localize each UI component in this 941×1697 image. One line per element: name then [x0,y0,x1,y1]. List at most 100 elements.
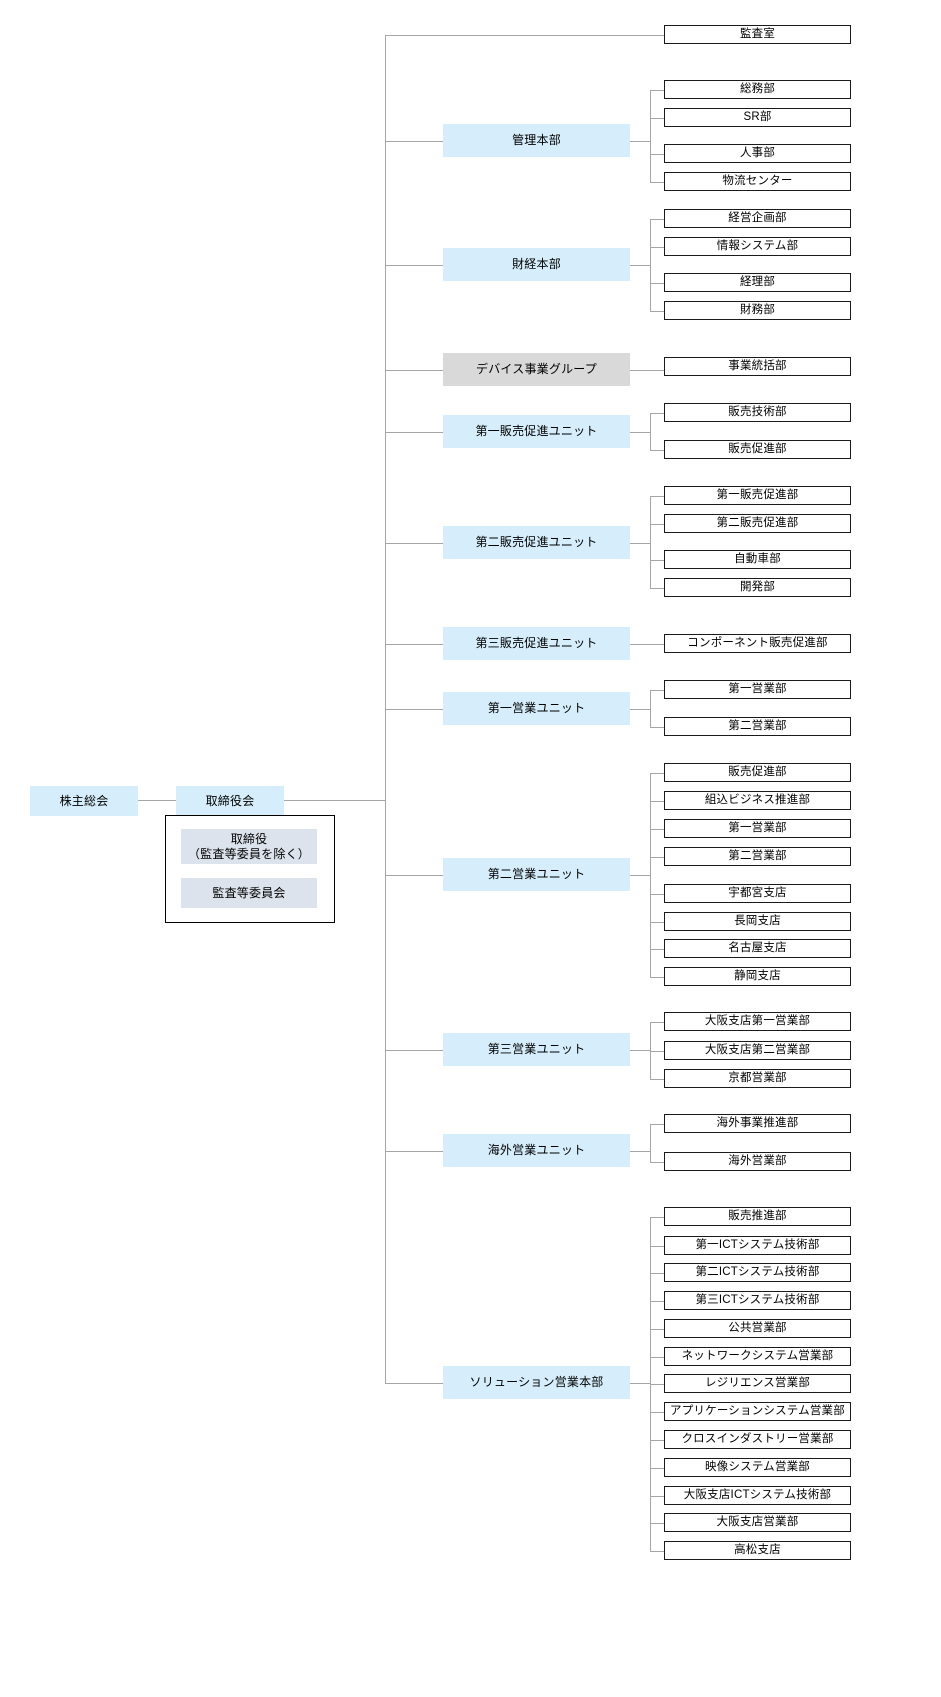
node-デバイス事業グループ[interactable]: デバイス事業グループ [443,353,630,386]
connector-branch [650,246,664,248]
node-販売促進部-3-1[interactable]: 販売促進部 [664,440,851,459]
node-audit-office[interactable]: 監査室 [664,25,851,44]
connector-branch [650,282,664,284]
connector-node-財経本部-spine [650,218,651,311]
connector-branch [650,976,664,978]
node-第一営業部-6-0[interactable]: 第一営業部 [664,680,851,699]
connector-branch [650,1411,664,1413]
node-高松支店-10-12[interactable]: 高松支店 [664,1541,851,1560]
connector-branch [650,1522,664,1524]
node-shareholders-meeting[interactable]: 株主総会 [30,786,138,816]
connector-branch [650,689,664,691]
node-クロスインダストリー営業部-10-8[interactable]: クロスインダストリー営業部 [664,1430,851,1449]
node-開発部-4-3[interactable]: 開発部 [664,578,851,597]
connector-branch [650,587,664,589]
node-第一営業ユニット[interactable]: 第一営業ユニット [443,692,630,725]
node-directors[interactable]: 取締役 （監査等委員を除く） [181,829,317,864]
node-第一営業部-7-2[interactable]: 第一営業部 [664,819,851,838]
node-第二営業ユニット[interactable]: 第二営業ユニット [443,858,630,891]
node-第一ICTシステム技術部-10-1[interactable]: 第一ICTシステム技術部 [664,1236,851,1255]
node-第一販売促進ユニット[interactable]: 第一販売促進ユニット [443,415,630,448]
node-ソリューション営業本部[interactable]: ソリューション営業本部 [443,1366,630,1399]
node-組込ビジネス推進部-7-1[interactable]: 組込ビジネス推進部 [664,791,851,810]
node-大阪支店第一営業部-8-0[interactable]: 大阪支店第一営業部 [664,1012,851,1031]
node-販売技術部-3-0[interactable]: 販売技術部 [664,403,851,422]
connector-branch [650,856,664,858]
node-第二販売促進ユニット[interactable]: 第二販売促進ユニット [443,526,630,559]
node-第二販売促進部-4-1[interactable]: 第二販売促進部 [664,514,851,533]
connector-main-trunk [385,34,386,1383]
connector-node-第一販売促進ユニット-stem [630,431,650,433]
connector-node-第三販売促進ユニット-single [630,643,664,645]
connector-trunk-to-node-管理本部 [385,140,443,142]
connector-trunk-to-node-第三営業ユニット [385,1049,443,1051]
node-大阪支店ICTシステム技術部-10-10[interactable]: 大阪支店ICTシステム技術部 [664,1486,851,1505]
node-海外営業ユニット[interactable]: 海外営業ユニット [443,1134,630,1167]
node-レジリエンス営業部-10-6[interactable]: レジリエンス営業部 [664,1374,851,1393]
node-第三ICTシステム技術部-10-3[interactable]: 第三ICTシステム技術部 [664,1291,851,1310]
node-経営企画部-1-0[interactable]: 経営企画部 [664,209,851,228]
connector-trunk-to-node-財経本部 [385,264,443,266]
node-事業統括部-2-0[interactable]: 事業統括部 [664,357,851,376]
connector-node-ソリューション営業本部-stem [630,1382,650,1384]
node-ネットワークシステム営業部-10-5[interactable]: ネットワークシステム営業部 [664,1347,851,1366]
node-名古屋支店-7-6[interactable]: 名古屋支店 [664,939,851,958]
connector-trunk-to-node-デバイス事業グループ [385,369,443,371]
node-第二営業部-6-1[interactable]: 第二営業部 [664,717,851,736]
node-情報システム部-1-1[interactable]: 情報システム部 [664,237,851,256]
node-第三販売促進ユニット[interactable]: 第三販売促進ユニット [443,627,630,660]
connector-branch [650,772,664,774]
connector-trunk-to-node-第一営業ユニット [385,708,443,710]
node-大阪支店営業部-10-11[interactable]: 大阪支店営業部 [664,1513,851,1532]
node-経理部-1-2[interactable]: 経理部 [664,273,851,292]
connector-shareholders-to-board [138,800,176,801]
node-公共営業部-10-4[interactable]: 公共営業部 [664,1319,851,1338]
node-人事部-0-2[interactable]: 人事部 [664,144,851,163]
connector-trunk-to-node-海外営業ユニット [385,1150,443,1152]
node-大阪支店第二営業部-8-1[interactable]: 大阪支店第二営業部 [664,1041,851,1060]
node-物流センター-0-3[interactable]: 物流センター [664,172,851,191]
node-自動車部-4-2[interactable]: 自動車部 [664,550,851,569]
node-コンポーネント販売促進部-5-0[interactable]: コンポーネント販売促進部 [664,634,851,653]
node-海外営業部-9-1[interactable]: 海外営業部 [664,1152,851,1171]
node-財務部-1-3[interactable]: 財務部 [664,301,851,320]
connector-trunk-to-node-第三販売促進ユニット [385,643,443,645]
node-管理本部[interactable]: 管理本部 [443,124,630,157]
node-総務部-0-0[interactable]: 総務部 [664,80,851,99]
connector-trunk-to-node-第一販売促進ユニット [385,431,443,433]
connector-node-デバイス事業グループ-single [630,369,664,371]
connector-branch [650,1161,664,1163]
node-静岡支店-7-7[interactable]: 静岡支店 [664,967,851,986]
connector-branch [650,1123,664,1125]
node-第二営業部-7-3[interactable]: 第二営業部 [664,847,851,866]
connector-node-第二営業ユニット-spine [650,772,651,977]
node-販売推進部-10-0[interactable]: 販売推進部 [664,1207,851,1226]
connector-node-第一営業ユニット-stem [630,708,650,710]
connector-branch [650,181,664,183]
node-第一販売促進部-4-0[interactable]: 第一販売促進部 [664,486,851,505]
connector-branch [650,1439,664,1441]
connector-branch [650,1356,664,1358]
connector-branch [650,1050,664,1052]
node-アプリケーションシステム営業-10-7[interactable]: アプリケーションシステム営業部 [664,1402,851,1421]
connector-node-管理本部-stem [630,140,650,142]
node-board-of-directors[interactable]: 取締役会 [176,786,284,816]
node-第二ICTシステム技術部-10-2[interactable]: 第二ICTシステム技術部 [664,1263,851,1282]
node-財経本部[interactable]: 財経本部 [443,248,630,281]
node-audit-committee[interactable]: 監査等委員会 [181,878,317,908]
node-宇都宮支店-7-4[interactable]: 宇都宮支店 [664,884,851,903]
node-販売促進部-7-0[interactable]: 販売促進部 [664,763,851,782]
connector-branch [650,1383,664,1385]
connector-branch [650,1245,664,1247]
node-海外事業推進部-9-0[interactable]: 海外事業推進部 [664,1114,851,1133]
node-第三営業ユニット[interactable]: 第三営業ユニット [443,1033,630,1066]
node-SR部-0-1[interactable]: SR部 [664,108,851,127]
connector-branch [650,1078,664,1080]
node-京都営業部-8-2[interactable]: 京都営業部 [664,1069,851,1088]
connector-branch [650,449,664,451]
connector-branch [650,1021,664,1023]
connector-branch [650,726,664,728]
connector-node-第二営業ユニット-stem [630,874,650,876]
node-長岡支店-7-5[interactable]: 長岡支店 [664,912,851,931]
node-映像システム営業部-10-9[interactable]: 映像システム営業部 [664,1458,851,1477]
